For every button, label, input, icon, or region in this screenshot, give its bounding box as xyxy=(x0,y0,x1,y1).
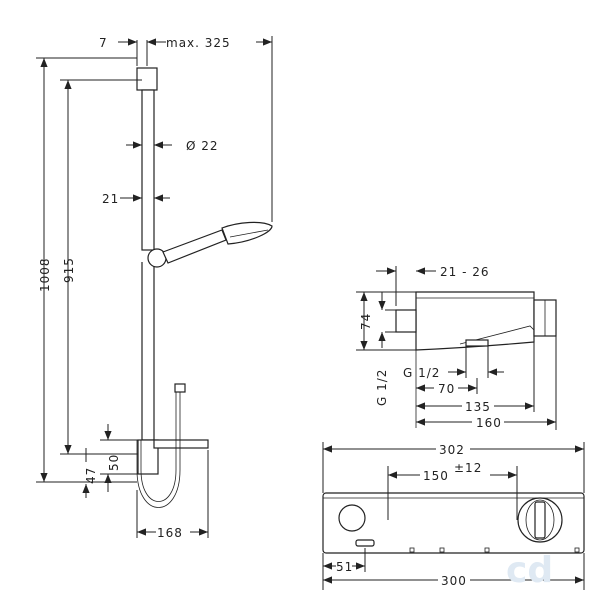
shower-hose-inner xyxy=(140,392,177,502)
watermark-logo: cd xyxy=(506,550,553,591)
dim-label-168: 168 xyxy=(157,526,183,540)
dim-label-tolerance: ±12 xyxy=(454,461,482,475)
dim-label-g12-vertical: G 1/2 xyxy=(375,369,389,406)
dim-label-74: 74 xyxy=(359,313,373,330)
hand-shower-handle xyxy=(162,229,227,264)
dim-label-135: 135 xyxy=(465,400,491,414)
temperature-knob xyxy=(517,497,563,543)
rail-lower xyxy=(141,262,155,441)
shower-rail-view: 7 max. 325 Ø 22 21 1008 915 50 xyxy=(36,36,273,540)
flow-control-knob xyxy=(338,504,366,532)
dim-label-160: 160 xyxy=(476,416,502,430)
dim-label-21-26: 21 - 26 xyxy=(440,265,490,279)
wall-bracket-bottom xyxy=(137,439,159,475)
body-shelf-edge xyxy=(459,325,535,345)
dim-label-47: 47 xyxy=(84,467,98,484)
wall-connector xyxy=(395,309,417,333)
screw-marker xyxy=(439,547,445,553)
rail-upper xyxy=(141,89,155,251)
shower-head-face xyxy=(229,229,269,238)
rail-body xyxy=(136,67,273,508)
screw-marker xyxy=(484,547,490,553)
soap-shelf xyxy=(153,439,209,449)
hose-connector xyxy=(174,383,186,393)
dim-label-51: 51 xyxy=(336,560,353,574)
dim-label-302: 302 xyxy=(439,443,465,457)
thermostat-side-view: 21 - 26 74 G 1/2 G 1/2 70 135 160 xyxy=(356,265,557,430)
dim-label-g12-horizontal: G 1/2 xyxy=(403,366,440,380)
dim-label-915: 915 xyxy=(62,257,76,283)
screw-marker xyxy=(574,547,580,553)
dim-label-21: 21 xyxy=(102,192,119,206)
dim-label-300: 300 xyxy=(441,574,467,588)
outlet-nozzle xyxy=(355,539,375,547)
screw-marker xyxy=(409,547,415,553)
dim-label-1008: 1008 xyxy=(38,257,52,292)
dim-label-diameter-22: Ø 22 xyxy=(186,139,219,153)
wall-bracket-top xyxy=(136,67,158,91)
shower-hose xyxy=(136,392,181,508)
dim-label-7: 7 xyxy=(99,36,108,50)
dim-label-70: 70 xyxy=(438,382,455,396)
hand-shower-head xyxy=(221,221,273,245)
thermostat-front-view: 302 150 ±12 51 300 xyxy=(322,442,585,590)
outlet-fitting xyxy=(465,339,489,347)
dim-label-150: 150 xyxy=(423,469,449,483)
dim-label-max-325: max. 325 xyxy=(166,36,231,50)
dim-label-50: 50 xyxy=(107,454,121,471)
